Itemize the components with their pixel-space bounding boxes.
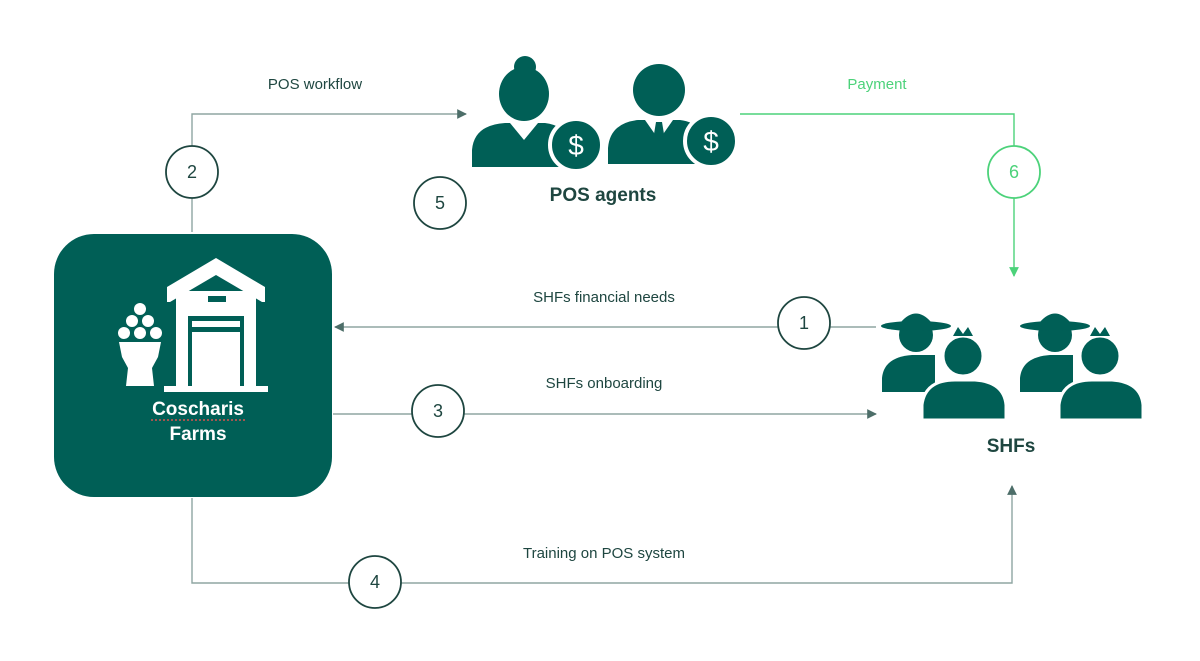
step-4-number: 4 (370, 572, 380, 592)
step-2-marker: 2 (165, 145, 219, 199)
step-1-marker: 1 (777, 296, 831, 350)
step-5-marker: 5 (413, 176, 467, 230)
svg-text:$: $ (703, 126, 719, 157)
farms-node: Coscharis Farms (54, 234, 332, 497)
financial-needs-label: SHFs financial needs (533, 289, 675, 306)
training-label: Training on POS system (523, 545, 685, 562)
step-5-number: 5 (435, 193, 445, 213)
step-2-number: 2 (187, 162, 197, 182)
step-4-marker: 4 (348, 555, 402, 609)
pos-agents-node: $ $ POS agents (472, 56, 739, 206)
onboarding-label: SHFs onboarding (546, 375, 663, 392)
training-line (191, 485, 1017, 584)
grain-sack-icon (118, 303, 162, 386)
male-agent-icon (608, 64, 700, 164)
shfs-node: SHFs (881, 313, 1145, 457)
step-1-number: 1 (799, 313, 809, 333)
farmer-group-icon (881, 313, 1145, 422)
step-6-marker: 6 (987, 145, 1041, 199)
farms-name-line2: Farms (169, 424, 226, 445)
dollar-icon: $ (548, 117, 604, 173)
payment-label: Payment (847, 76, 907, 93)
svg-text:$: $ (568, 130, 584, 161)
payment-line (740, 113, 1019, 277)
pos-workflow-label: POS workflow (268, 76, 362, 93)
step-6-number: 6 (1009, 162, 1019, 182)
shfs-title: SHFs (987, 436, 1036, 457)
female-agent-icon (472, 56, 564, 167)
pos-agents-title: POS agents (550, 185, 657, 206)
warehouse-icon (164, 258, 268, 392)
step-3-marker: 3 (411, 384, 465, 438)
dollar-icon: $ (683, 113, 739, 169)
step-3-number: 3 (433, 401, 443, 421)
farms-name-line1: Coscharis (152, 399, 244, 420)
